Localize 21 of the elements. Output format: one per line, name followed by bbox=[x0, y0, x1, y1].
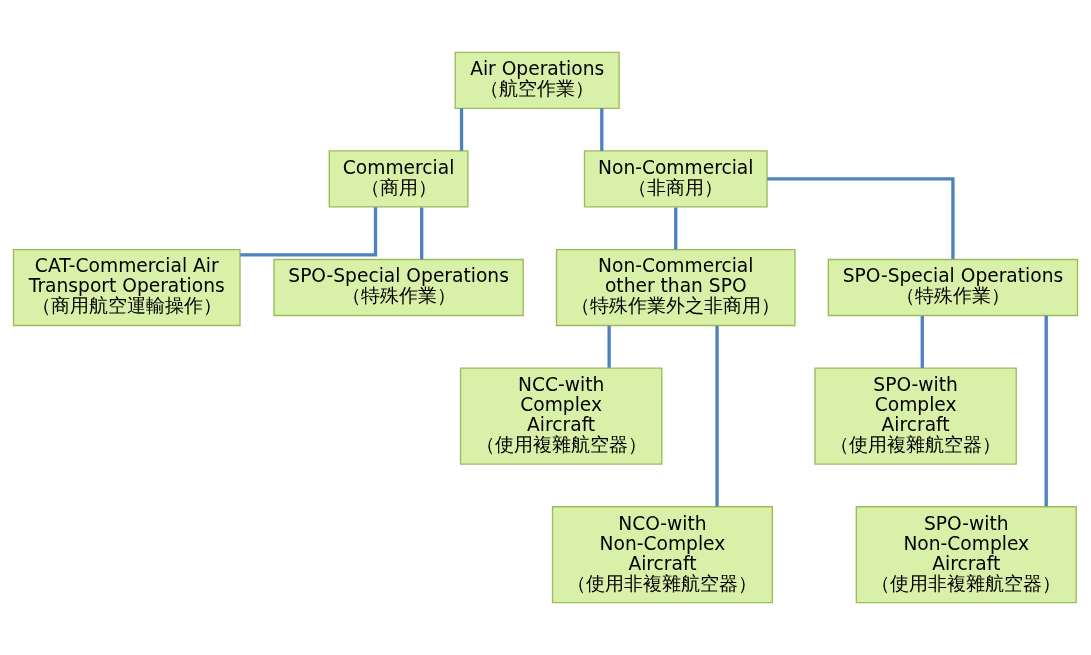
connector bbox=[674, 207, 678, 250]
node-box: SPO-with Non-Complex Aircraft （使用非複雜航空器） bbox=[855, 506, 1077, 604]
node-box: SPO-with Complex Aircraft （使用複雜航空器） bbox=[814, 367, 1017, 465]
node-box: CAT-Commercial Air Transport Operations （商用航空運輸操作） bbox=[12, 248, 241, 327]
connector bbox=[1044, 315, 1048, 507]
connector bbox=[920, 316, 924, 368]
connector bbox=[600, 108, 604, 151]
node-box: Air Operations （航空作業） bbox=[454, 51, 620, 109]
node-box: Commercial （商用） bbox=[328, 150, 469, 208]
node-box: SPO-Special Operations （特殊作業） bbox=[827, 258, 1079, 317]
node-box: SPO-Special Operations （特殊作業） bbox=[273, 258, 524, 317]
node-box: Non-Commercial other than SPO （特殊作業外之非商用） bbox=[555, 248, 796, 327]
node-box: NCC-with Complex Aircraft （使用複雜航空器） bbox=[459, 367, 663, 465]
connector bbox=[607, 325, 611, 368]
node-box: Non-Commercial （非商用） bbox=[583, 150, 768, 208]
connector bbox=[420, 207, 424, 260]
connector bbox=[459, 108, 464, 151]
connector bbox=[715, 325, 719, 507]
node-box: NCO-with Non-Complex Aircraft （使用非複雜航空器） bbox=[551, 506, 774, 604]
connector bbox=[767, 177, 955, 259]
connector bbox=[240, 207, 378, 257]
